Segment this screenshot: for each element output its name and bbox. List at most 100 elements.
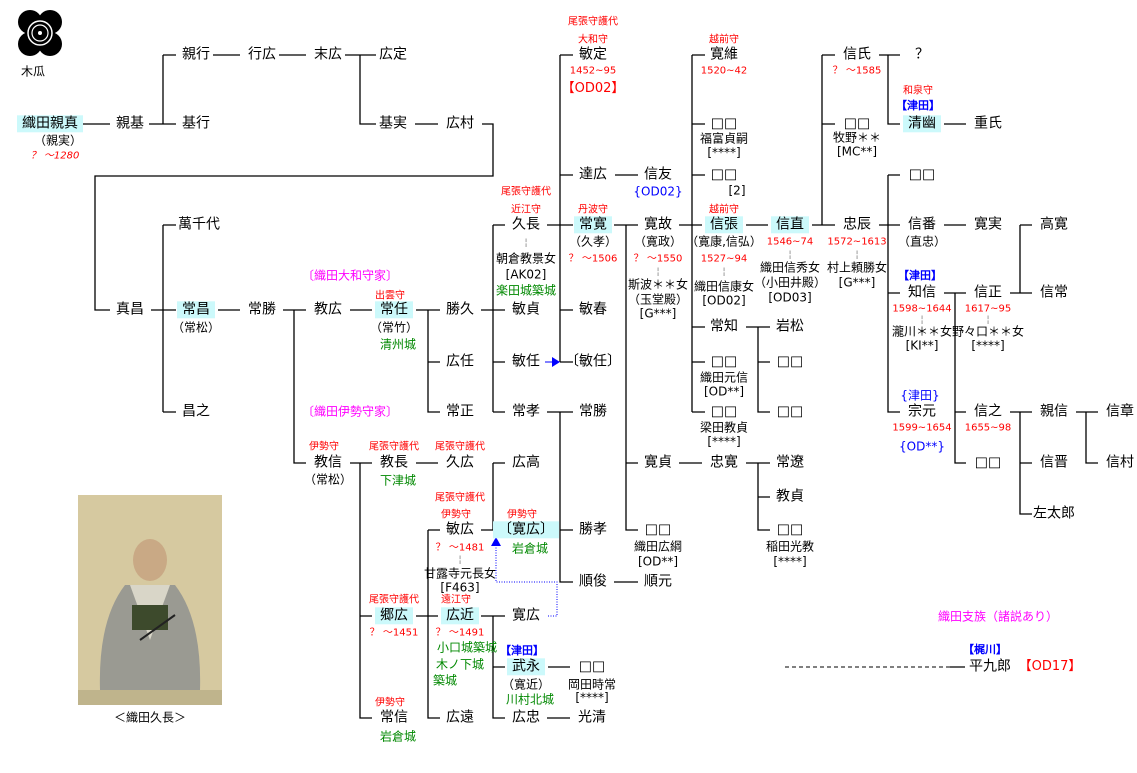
person-name: 行広 — [248, 46, 276, 63]
office-title-or-dates: 丹波守 — [578, 204, 608, 216]
castle-label: 下津城 — [379, 473, 417, 488]
family-branch-label: 【津田】 — [500, 643, 544, 657]
annotation-text: （親実） — [33, 133, 83, 148]
person-name: 敏定 — [579, 46, 607, 63]
office-title-or-dates: 尾張守護代 — [435, 441, 485, 453]
person-name: ？ — [915, 46, 929, 63]
person-name: 知信 — [908, 284, 936, 301]
person-name: □□ — [776, 521, 804, 538]
highlighted-person-name: 広近 — [441, 607, 479, 625]
person-name: 敏任 — [512, 353, 540, 370]
lineage-code-label: {津田} — [900, 388, 940, 403]
castle-label: 木ノ下城 — [435, 657, 485, 672]
person-name: 教信 — [314, 454, 342, 471]
castle-label: 岩倉城 — [379, 729, 417, 744]
person-name: 教広 — [314, 301, 342, 318]
person-name: 信正 — [974, 284, 1002, 301]
office-title-or-dates: ？ ～1506 — [568, 253, 618, 265]
person-name: 基実 — [379, 115, 407, 132]
annotation-text: （寛康,信弘） — [686, 234, 762, 249]
castle-label: 岩倉城 — [511, 541, 549, 556]
person-name: 敏春 — [579, 301, 607, 318]
castle-label: 清州城 — [379, 337, 417, 352]
office-title-or-dates: ？ ～1491 — [435, 627, 485, 639]
office-title-or-dates: 尾張守護代 — [501, 186, 551, 198]
person-name: 広遠 — [446, 709, 474, 726]
person-name: 基行 — [182, 115, 210, 132]
office-title-or-dates: 近江守 — [511, 204, 541, 216]
crest-icon — [18, 10, 62, 56]
person-name: 末広 — [314, 46, 342, 63]
house-label: 〔織田大和守家〕 — [301, 268, 399, 283]
lineage-code-label: 【OD02】 — [561, 80, 625, 96]
annotation-text: （寛政） — [633, 234, 683, 249]
highlighted-person-name: 信張 — [705, 216, 743, 234]
person-name: □□ — [908, 166, 936, 183]
person-name: □□ — [843, 115, 871, 132]
highlighted-person-name: 常任 — [375, 301, 413, 319]
person-name: 常信 — [380, 709, 408, 726]
person-name: 広忠 — [512, 709, 540, 726]
annotation-text: [OD**] — [703, 384, 745, 399]
adoption-arrow — [545, 357, 560, 367]
marriage-tick-mark: ¦ — [855, 249, 859, 261]
person-name: 順元 — [644, 573, 672, 590]
annotation-text: [****] — [575, 690, 609, 705]
portrait-caption: ＜織田久長＞ — [113, 710, 187, 725]
annotation-text: [****] — [971, 338, 1005, 353]
person-name: 信村 — [1106, 454, 1134, 471]
office-title-or-dates: ？ ～1585 — [832, 65, 882, 77]
person-name: 平九郎 — [969, 658, 1011, 675]
office-title-or-dates: 1452~95 — [569, 65, 617, 77]
person-name: 勝久 — [446, 301, 474, 318]
person-name: 寛貞 — [644, 454, 672, 471]
person-name: 信氏 — [843, 46, 871, 63]
person-name: 達広 — [579, 166, 607, 183]
family-branch-label: 【津田】 — [898, 268, 942, 282]
office-title-or-dates: 1617~95 — [964, 303, 1012, 315]
annotation-text: [F463] — [440, 580, 480, 595]
annotation-text: （玉堂殿） — [627, 292, 689, 307]
highlighted-person-name: 常寛 — [574, 216, 612, 234]
person-name: 宗元 — [908, 403, 936, 420]
lineage-code-label: {OD02} — [633, 184, 683, 199]
person-name: 久長 — [512, 216, 540, 233]
annotation-text: 福富貞嗣 — [699, 131, 749, 146]
person-name: □□ — [710, 353, 738, 370]
annotation-text: [****] — [707, 145, 741, 160]
marriage-tick-mark: ¦ — [788, 249, 792, 261]
person-name: 親行 — [182, 46, 210, 63]
person-name: 寛実 — [974, 216, 1002, 233]
office-title-or-dates: 尾張守護代 — [568, 16, 618, 28]
annotation-text: 稲田光教 — [765, 539, 815, 554]
highlighted-person-name: 武永 — [507, 658, 545, 676]
annotation-text: [2] — [728, 183, 746, 198]
person-name: 教貞 — [776, 488, 804, 505]
castle-label: 川村北城 — [505, 692, 555, 707]
office-title-or-dates: 尾張守護代 — [435, 492, 485, 504]
annotation-text: [OD03] — [768, 290, 812, 305]
annotation-text: 織田信秀女 — [759, 260, 821, 275]
office-title-or-dates: 大和守 — [578, 34, 608, 46]
adoption-dotted-arrow — [491, 537, 558, 617]
person-name: 真昌 — [116, 301, 144, 318]
person-name: 久広 — [446, 454, 474, 471]
person-name: □□ — [776, 403, 804, 420]
highlighted-person-name: 信直 — [771, 216, 809, 234]
annotation-text: 瀧川＊＊女 — [891, 324, 953, 339]
person-name: 敏広 — [446, 521, 474, 538]
annotation-text: [G***] — [838, 275, 876, 290]
annotation-text: 織田広綱 — [633, 539, 683, 554]
person-name: 昌之 — [182, 403, 210, 420]
office-title-or-dates: 越前守 — [709, 34, 739, 46]
person-name: 常遼 — [776, 454, 804, 471]
annotation-text: [AK02] — [505, 267, 547, 282]
annotation-text: [OD02] — [702, 293, 746, 308]
office-title-or-dates: 1599~1654 — [892, 422, 952, 434]
highlighted-person-name: 〔寛広〕 — [493, 521, 559, 539]
annotation-text: （常松） — [171, 320, 221, 335]
office-title-or-dates: 1572~1613 — [827, 236, 887, 248]
person-name: 広定 — [379, 46, 407, 63]
annotation-text: 梁田教貞 — [699, 420, 749, 435]
